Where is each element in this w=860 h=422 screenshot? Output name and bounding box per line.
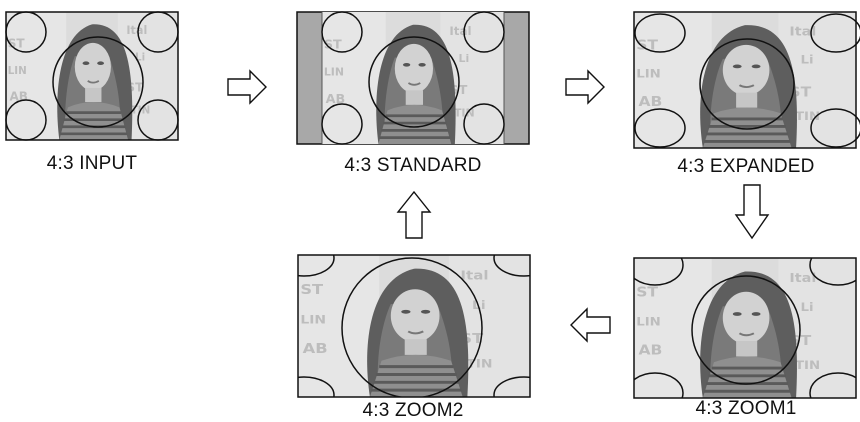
panel-standard [296,11,530,145]
zoom1-corner-ellipse-tr [809,258,856,286]
input-center-circle [52,36,144,128]
input-corner-circle-tr [137,11,179,53]
label-zoom2: 4:3 ZOOM2 [362,400,464,421]
expanded-center-ellipse [699,38,795,130]
expanded-frame [633,11,857,149]
input-corner-circle-tl [5,11,47,53]
zoom1-corner-ellipse-bl [634,372,684,398]
expanded-corner-ellipse-bl [634,108,686,148]
zoom2-corner-ellipse-bl [298,376,335,397]
arrow-down-icon [734,184,770,240]
expanded-corner-ellipse-tl [634,13,686,53]
arrow-right-icon [227,69,267,105]
label-expanded: 4:3 EXPANDED [677,156,815,177]
panel-zoom1 [633,257,857,399]
arrow-right-icon [565,69,605,105]
standard-corner-circle-tl [321,11,363,53]
standard-image [322,12,504,144]
expanded-corner-ellipse-br [810,108,860,148]
input-frame [5,11,179,141]
zoom1-corner-ellipse-tl [634,258,684,286]
zoom1-corner-ellipse-br [809,372,856,398]
standard-corner-circle-tr [463,11,505,53]
label-input: 4:3 INPUT [46,153,138,174]
zoom1-center-circle [691,275,801,385]
label-zoom1: 4:3 ZOOM1 [695,398,797,419]
zoom2-corner-ellipse-br [493,376,530,397]
input-corner-circle-br [137,99,179,141]
arrow-up-icon [396,190,432,239]
expanded-corner-ellipse-tr [810,13,860,53]
zoom2-frame [297,254,531,398]
standard-center-circle [368,36,460,128]
zoom2-corner-ellipse-tl [298,255,335,277]
standard-corner-circle-br [463,103,505,145]
standard-corner-circle-bl [321,103,363,145]
panel-zoom2 [297,254,531,398]
zoom2-corner-ellipse-tr [493,255,530,277]
input-corner-circle-bl [5,99,47,141]
panel-input [5,11,179,141]
zoom2-center-circle [341,257,483,397]
label-standard: 4:3 STANDARD [344,155,482,176]
arrow-left-icon [570,307,611,343]
panel-expanded [633,11,860,149]
